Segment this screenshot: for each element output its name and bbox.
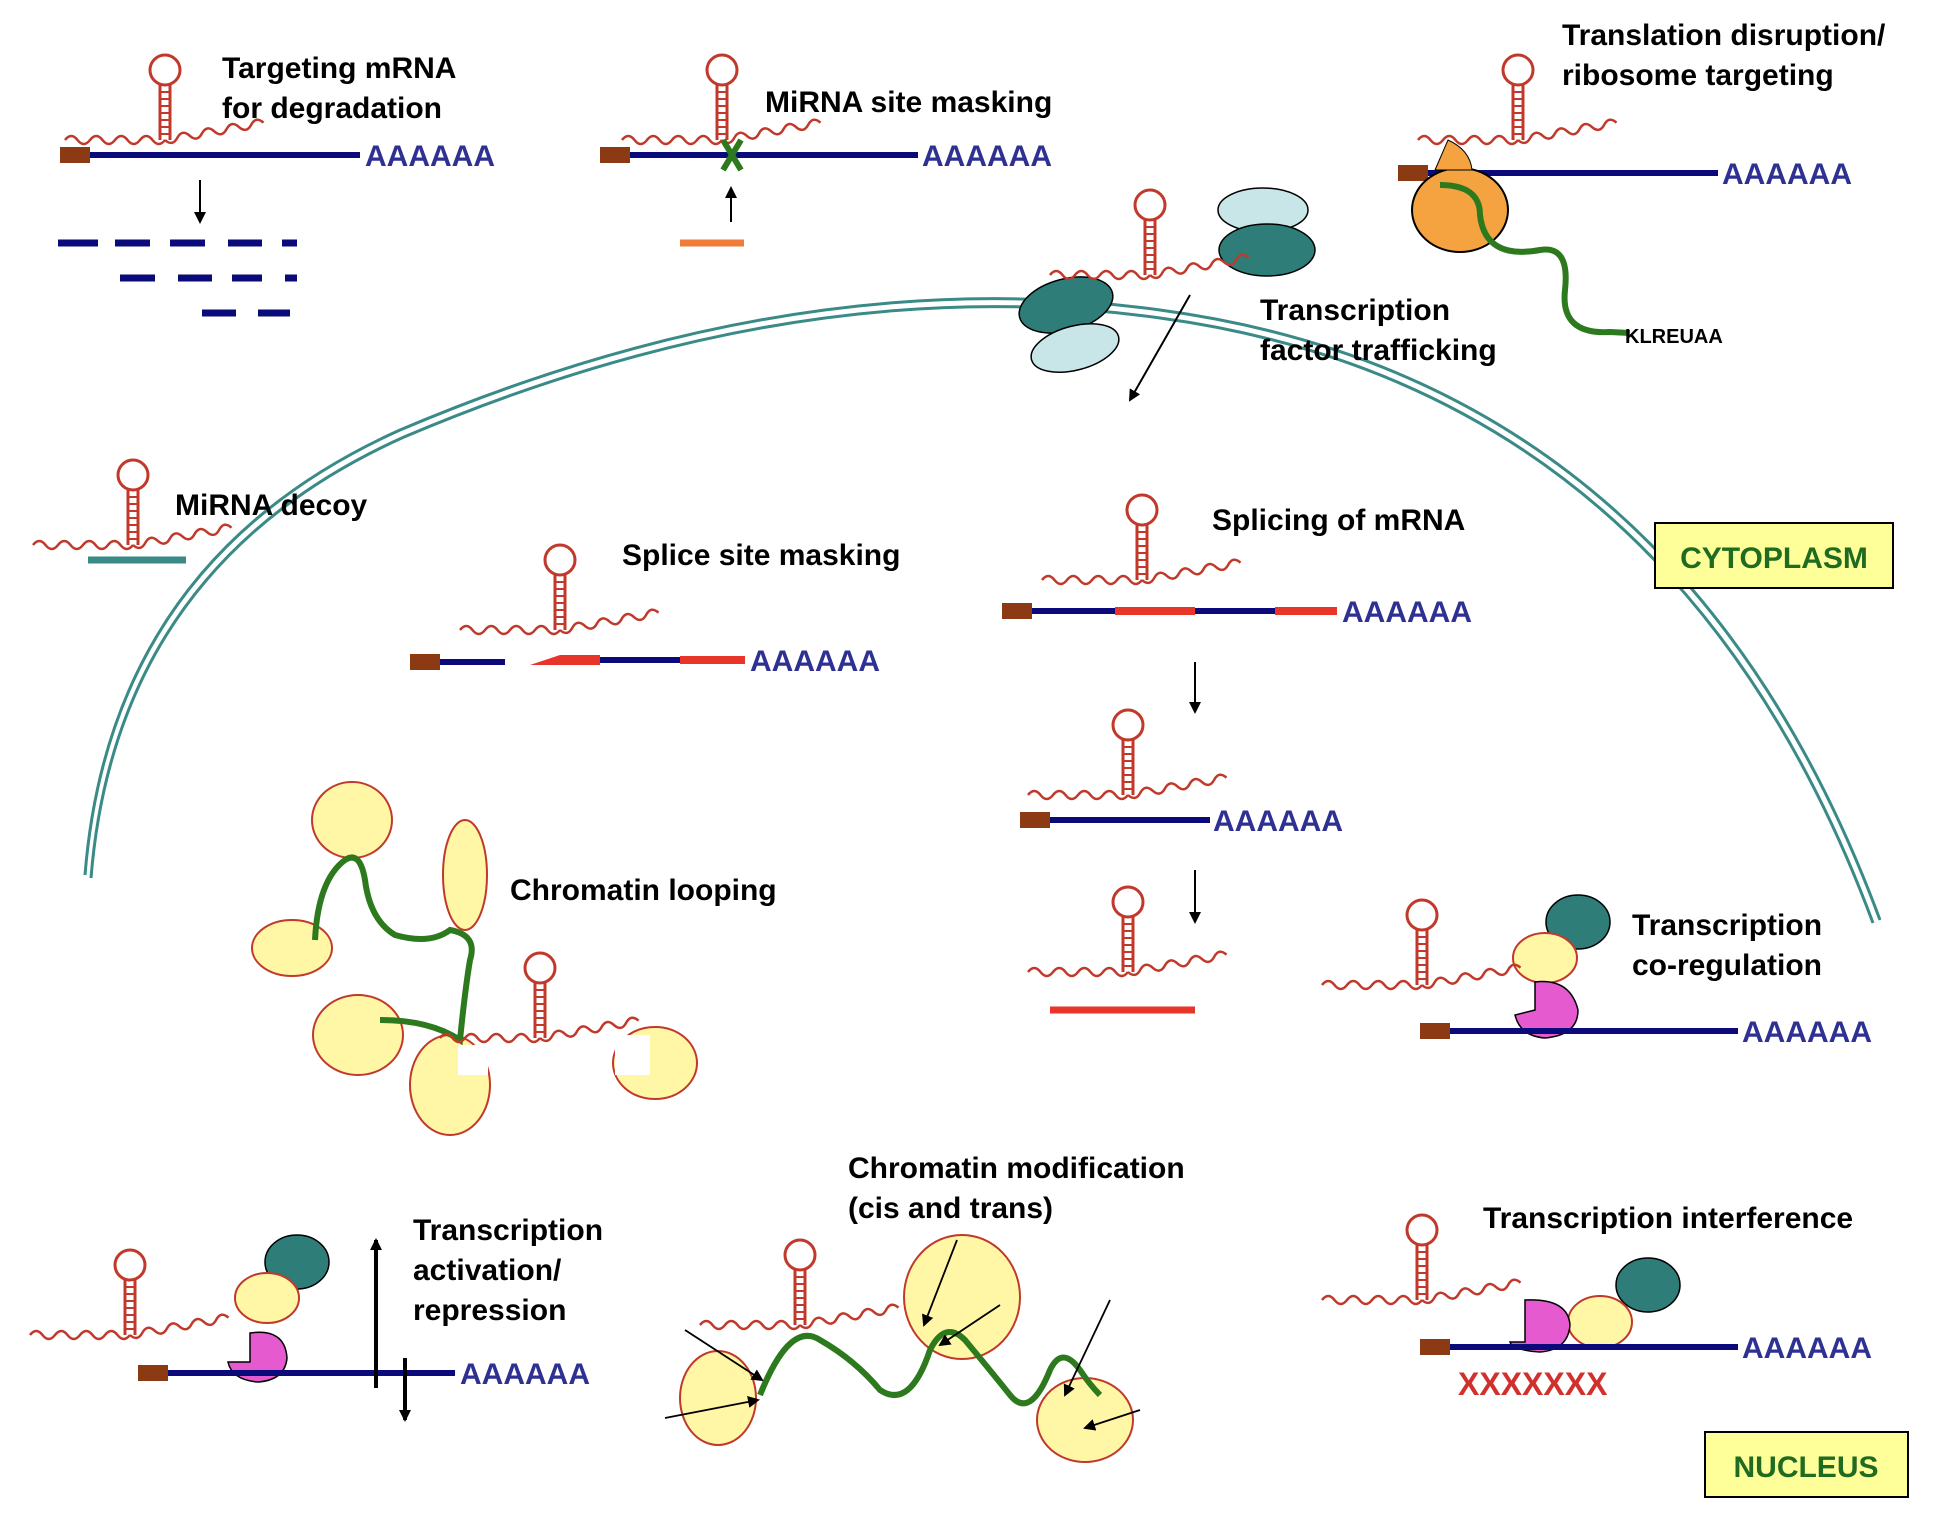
nucleosome	[903, 1234, 1021, 1360]
modification-arrow	[1063, 1299, 1111, 1397]
modification-arrow	[664, 1396, 760, 1419]
cytoplasm-label: CYTOPLASM	[1680, 542, 1868, 575]
mod-label-line2: (cis and trans)	[848, 1192, 1053, 1225]
nucleosome	[311, 781, 393, 859]
site-masking-label: MiRNA site masking	[765, 86, 1052, 119]
targeting-label-line2: for degradation	[222, 92, 442, 125]
modification-arrow	[938, 1304, 1001, 1347]
polya-tail: AAAAAA	[1342, 596, 1472, 629]
lncrna-molecule	[700, 1240, 899, 1329]
polya-tail: AAAAAA	[750, 645, 880, 678]
lncrna-molecule	[1028, 710, 1227, 799]
modification-arrow	[922, 1239, 958, 1327]
mrna-cap	[1002, 603, 1032, 619]
mrna-cap	[600, 147, 630, 163]
nucleus-label: NUCLEUS	[1733, 1451, 1878, 1484]
nascent-peptide	[1439, 182, 1631, 336]
coactivator-protein	[1545, 894, 1611, 950]
splicing-label: Splicing of mRNA	[1212, 504, 1465, 537]
panel-site-masking: AAAAAA MiRNA site masking	[600, 55, 1052, 247]
tf-teal-protein	[1218, 223, 1316, 277]
mrna-cap	[60, 147, 90, 163]
cofactor-protein	[1512, 932, 1578, 984]
looping-label: Chromatin looping	[510, 874, 777, 907]
chromatin-fiber	[312, 854, 475, 1046]
ribosome-small-subunit	[1434, 139, 1473, 171]
modification-arrow	[684, 1329, 764, 1382]
panel-activation-repression: Transcription activation/ repression AAA…	[30, 1214, 603, 1422]
masked-site-x-icon	[720, 138, 744, 172]
translation-label-line2: ribosome targeting	[1562, 59, 1834, 92]
nucleosome-cutout	[615, 1035, 650, 1075]
coactivator-protein	[1615, 1257, 1681, 1313]
nucleosome	[312, 994, 404, 1076]
translation-label-line1: Translation disruption/	[1562, 19, 1886, 52]
gene-promoter	[138, 1365, 168, 1381]
polya-tail: AAAAAA	[1742, 1016, 1872, 1049]
panel-tf-trafficking: Transcription factor trafficking	[1018, 187, 1497, 402]
nucleosome	[1036, 1377, 1134, 1463]
degraded-fragments	[58, 239, 297, 317]
panel-translation-disruption: Translation disruption/ ribosome targeti…	[1398, 19, 1886, 348]
act-label-line3: repression	[413, 1294, 566, 1327]
cofactor-protein	[234, 1272, 300, 1324]
panel-mirna-decoy: MiRNA decoy	[33, 460, 368, 564]
nuclear-envelope	[83, 297, 1882, 924]
nucleus-label-box: NUCLEUS	[1704, 1431, 1909, 1498]
polya-tail: AAAAAA	[922, 140, 1052, 173]
nucleosome	[679, 1350, 757, 1446]
polya-tail: AAAAAA	[1722, 158, 1852, 191]
peptide-label: KLREUAA	[1625, 326, 1723, 348]
decoy-label: MiRNA decoy	[175, 489, 368, 522]
panel-splicing: Splicing of mRNA AAAAAA AAAAAA	[1002, 495, 1472, 1014]
gene-promoter	[1420, 1339, 1450, 1355]
polya-tail: AAAAAA	[1742, 1332, 1872, 1365]
cytoplasm-label-box: CYTOPLASM	[1654, 522, 1894, 589]
modification-arrow	[1083, 1409, 1141, 1431]
splice-masking-label: Splice site masking	[622, 539, 900, 572]
import-arrow	[1129, 294, 1191, 402]
nucleosome	[442, 819, 488, 931]
lncrna-molecule	[1322, 900, 1521, 989]
targeting-label-line1: Targeting mRNA	[222, 52, 456, 85]
ribosome-large-subunit	[1411, 167, 1509, 253]
act-label-line2: activation/	[413, 1254, 562, 1287]
mod-label-line1: Chromatin modification	[848, 1152, 1185, 1185]
interference-label: Transcription interference	[1483, 1202, 1853, 1235]
polya-tail: AAAAAA	[460, 1358, 590, 1391]
lncrna-molecule	[1028, 887, 1227, 976]
tf-label-line1: Transcription	[1260, 294, 1450, 327]
lncrna-molecule	[30, 1250, 229, 1339]
polya-tail: AAAAAA	[365, 140, 495, 173]
blocked-transcription-marks: XXXXXXX	[1458, 1366, 1608, 1402]
panel-interference: Transcription interference AAAAAA XXXXXX…	[1322, 1202, 1872, 1402]
chromatin-fiber	[757, 1329, 1103, 1407]
tf-label-line2: factor trafficking	[1260, 334, 1497, 367]
mrna-cap	[1020, 812, 1050, 828]
mrna-cap	[1398, 165, 1428, 181]
mrna-cap	[410, 654, 440, 670]
polya-tail: AAAAAA	[1213, 805, 1343, 838]
exon-segment	[530, 655, 600, 665]
panel-targeting-degradation: AAAAAA Targeting mRNA for degradation	[58, 52, 495, 317]
nucleosome-cutout	[458, 1045, 488, 1075]
tf-light-protein	[1030, 323, 1120, 373]
nucleosome	[251, 919, 333, 977]
gene-promoter	[1420, 1023, 1450, 1039]
panel-splice-masking: AAAAAA Splice site masking	[410, 539, 900, 678]
coreg-label-line2: co-regulation	[1632, 949, 1822, 982]
coreg-label-line1: Transcription	[1632, 909, 1822, 942]
cofactor-protein	[1567, 1295, 1633, 1349]
panel-chromatin-looping: Chromatin looping	[251, 781, 777, 1136]
act-label-line1: Transcription	[413, 1214, 603, 1247]
panel-coregulation: Transcription co-regulation AAAAAA	[1322, 894, 1872, 1049]
panel-chromatin-modification: Chromatin modification (cis and trans)	[664, 1152, 1185, 1463]
